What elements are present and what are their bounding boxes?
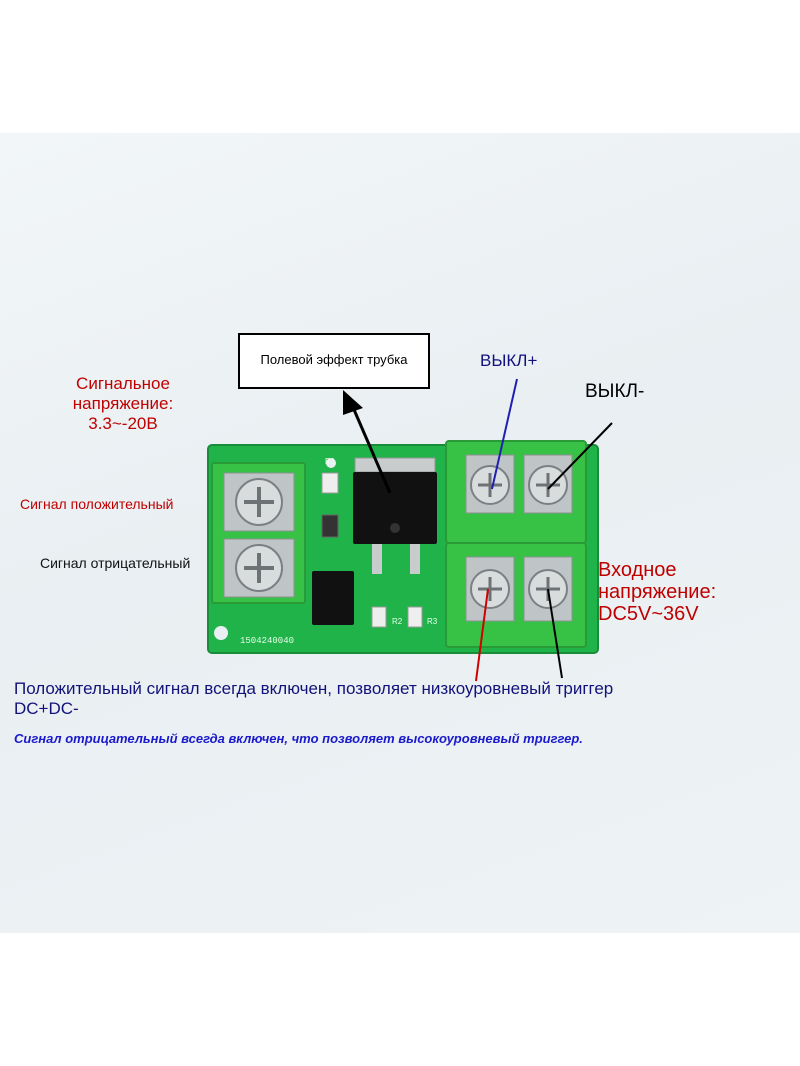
power-terminal-blocks: [445, 440, 587, 648]
mount-hole: [326, 458, 336, 468]
silk-r3: R3: [427, 617, 438, 626]
mosfet-label: Полевой эффект трубка: [260, 352, 408, 367]
signal-positive-label: Сигнал положительный: [20, 496, 174, 512]
mosfet-pointer: [350, 404, 392, 494]
led: [321, 514, 339, 538]
signal-negative-label: Сигнал отрицательный: [40, 555, 191, 571]
resistor-r3: [407, 606, 423, 628]
silk-r2: R2: [392, 617, 403, 626]
out-minus-pointer: [547, 422, 613, 490]
silk-r1: R1: [325, 457, 336, 466]
mosfet-label-box: Полевой эффект трубка: [238, 333, 430, 389]
out-minus-label: ВЫКЛ-: [585, 381, 645, 402]
signal-voltage-label: Сигнальное напряжение: 3.3~-20В: [72, 374, 174, 433]
out-plus-pointer: [491, 378, 518, 490]
input-voltage-label: Входное напряжение: DC5V~36V: [598, 559, 717, 625]
optocoupler: [312, 571, 354, 625]
mount-hole: [214, 626, 228, 640]
negative-pointer: [547, 588, 563, 679]
positive-description: Положительный сигнал всегда включен, поз…: [14, 679, 614, 718]
annotation-pointers: [343, 378, 613, 682]
resistor-r2: [371, 606, 387, 628]
silkscreen-code: 1504240040: [240, 636, 294, 646]
product-photo: 1504240040 R1 R2 R3: [0, 133, 800, 933]
positive-pointer: [475, 588, 489, 682]
resistor-r1: [321, 472, 339, 494]
out-plus-label: ВЫКЛ+: [480, 351, 538, 370]
mosfet-arrowhead: [343, 390, 363, 415]
signal-terminal-block: [211, 462, 306, 604]
negative-description: Сигнал отрицательный всегда включен, что…: [14, 731, 583, 746]
mosfet-module-illustration: 1504240040 R1 R2 R3: [207, 378, 613, 682]
